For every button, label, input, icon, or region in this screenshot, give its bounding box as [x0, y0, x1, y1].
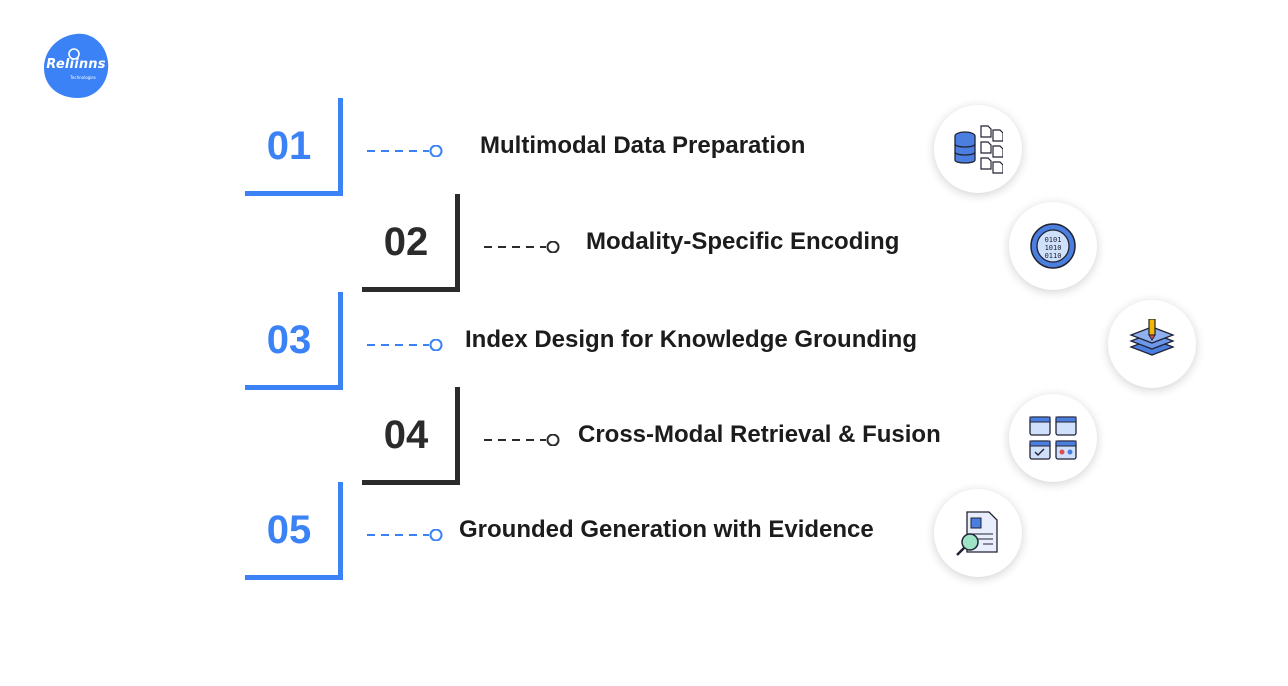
- binary-encoding-icon: 0101 1010 0110: [1009, 202, 1097, 290]
- step-label: Grounded Generation with Evidence: [459, 516, 874, 543]
- step-label: Multimodal Data Preparation: [480, 132, 806, 159]
- dashed-connector: [367, 529, 443, 541]
- logo-subtext: Technologies: [70, 75, 96, 80]
- step-bracket: [245, 482, 343, 580]
- step-number: 03: [266, 318, 312, 362]
- logo-text: Reliinns: [46, 57, 106, 72]
- document-search-icon: [934, 489, 1022, 577]
- step-number: 02: [383, 220, 429, 264]
- svg-text:1010: 1010: [1045, 244, 1062, 252]
- step-label: Index Design for Knowledge Grounding: [465, 326, 918, 353]
- retrieval-fusion-icon: [1009, 394, 1097, 482]
- step-label: Modality-Specific Encoding: [586, 228, 900, 255]
- step-number: 01: [266, 124, 312, 168]
- step-bracket: [362, 194, 460, 292]
- brand-logo: Reliinns Technologies: [42, 32, 110, 100]
- step-04: 04 Cross-Modal Retrieval & Fusion: [362, 387, 1162, 485]
- step-number: 04: [383, 413, 429, 457]
- step-02: 02 Modality-Specific Encoding: [362, 194, 1162, 292]
- step-bracket: [362, 387, 460, 485]
- dashed-connector: [484, 241, 560, 253]
- svg-text:0110: 0110: [1045, 252, 1062, 260]
- logo-blob-icon: [44, 33, 109, 98]
- database-files-icon: [934, 105, 1022, 193]
- layers-pencil-icon: [1108, 300, 1196, 388]
- step-label: Cross-Modal Retrieval & Fusion: [578, 421, 941, 448]
- step-bracket: [245, 98, 343, 196]
- step-bracket: [245, 292, 343, 390]
- step-number: 05: [266, 508, 312, 552]
- step-03: 03 Index Design for Knowledge Grounding: [245, 292, 1045, 390]
- svg-text:0101: 0101: [1045, 236, 1062, 244]
- dashed-connector: [367, 339, 443, 351]
- dashed-connector: [484, 434, 560, 446]
- step-01: 01 Multimodal Data Preparation: [245, 98, 1045, 196]
- step-05: 05 Grounded Generation with Evidence: [245, 482, 1045, 580]
- dashed-connector: [367, 145, 443, 157]
